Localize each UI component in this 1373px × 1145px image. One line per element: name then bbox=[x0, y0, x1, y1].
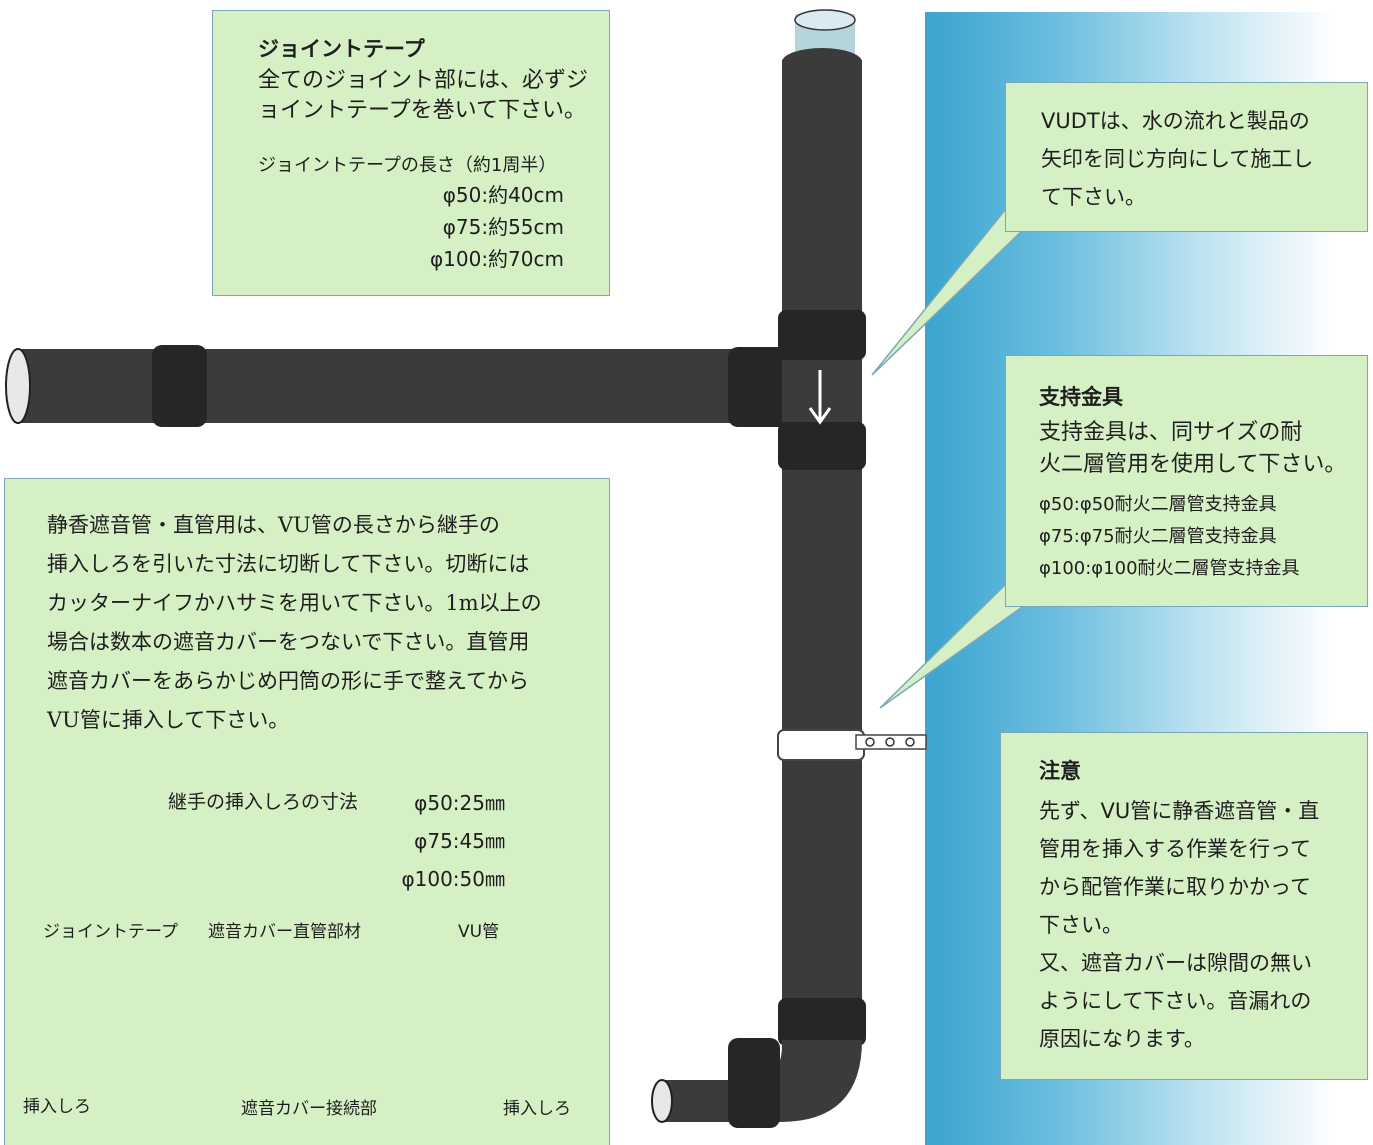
caution-line-7: 原因になります。 bbox=[1039, 1027, 1205, 1051]
vudt-line-1: VUDTは、水の流れと製品の bbox=[1041, 109, 1310, 133]
vudt-line-3: て下さい。 bbox=[1041, 185, 1146, 209]
caution-line-4: 下さい。 bbox=[1039, 913, 1123, 937]
support-bracket bbox=[777, 729, 865, 761]
joint-tape-body-2: ョイントテープを巻いて下さい。 bbox=[258, 98, 587, 123]
joint-band bbox=[728, 347, 788, 427]
joint-band bbox=[728, 1038, 780, 1128]
caution-title: 注意 bbox=[1039, 759, 1081, 783]
support-body-2: 火二層管用を使用して下さい。 bbox=[1039, 452, 1347, 477]
cut-body-6: VU管に挿入して下さい。 bbox=[47, 708, 290, 732]
insert-size-50: φ50:25㎜ bbox=[414, 791, 505, 815]
support-size-100: φ100:φ100耐火二層管支持金具 bbox=[1039, 558, 1300, 579]
vertical-pipe bbox=[782, 60, 862, 1040]
joint-band bbox=[778, 422, 866, 470]
joint-tape-length-100: φ100:約70cm bbox=[429, 247, 564, 271]
caution-line-1: 先ず、VU管に静香遮音管・直 bbox=[1039, 799, 1320, 823]
caution-line-2: 管用を挿入する作業を行って bbox=[1039, 837, 1311, 861]
joint-tape-body-1: 全てのジョイント部には、必ずジ bbox=[258, 68, 589, 93]
label-vu-pipe: VU管 bbox=[458, 922, 500, 942]
vudt-callout-pointer bbox=[871, 208, 1027, 376]
support-size-75: φ75:φ75耐火二層管支持金具 bbox=[1039, 526, 1277, 547]
caution-line-6: ようにして下さい。音漏れの bbox=[1039, 989, 1312, 1013]
joint-tape-length-title: ジョイントテープの長さ（約1周半） bbox=[258, 155, 557, 176]
support-title: 支持金具 bbox=[1039, 385, 1123, 409]
vudt-line-2: 矢印を同じ方向にして施工し bbox=[1041, 147, 1314, 171]
joint-tape-box: ジョイントテープ 全てのジョイント部には、必ずジ ョイントテープを巻いて下さい。… bbox=[212, 10, 610, 296]
insert-size-75: φ75:45㎜ bbox=[414, 829, 505, 853]
joint-band bbox=[778, 998, 866, 1046]
caution-box: 注意 先ず、VU管に静香遮音管・直 管用を挿入する作業を行って から配管作業に取… bbox=[1000, 732, 1368, 1080]
joint-tape-title: ジョイントテープ bbox=[258, 37, 425, 61]
cut-body-3: カッターナイフかハサミを用いて下さい。1m以上の bbox=[47, 591, 542, 615]
label-insert-left: 挿入しろ bbox=[23, 1097, 91, 1117]
horizontal-pipe bbox=[14, 349, 784, 423]
support-callout-pointer bbox=[879, 583, 1027, 709]
support-fitting-box: 支持金具 支持金具は、同サイズの耐 火二層管用を使用して下さい。 φ50:φ50… bbox=[1005, 355, 1368, 607]
label-insert-right: 挿入しろ bbox=[503, 1099, 571, 1119]
label-cover-straight: 遮音カバー直管部材 bbox=[208, 922, 361, 942]
caution-line-5: 又、遮音カバーは隙間の無い bbox=[1039, 951, 1312, 975]
cut-body-2: 挿入しろを引いた寸法に切断して下さい。切断には bbox=[47, 552, 530, 576]
insert-size-label: 継手の挿入しろの寸法 bbox=[168, 791, 359, 813]
label-cover-joint: 遮音カバー接続部 bbox=[241, 1099, 377, 1119]
joint-tape-length-50: φ50:約40cm bbox=[442, 183, 564, 207]
insert-size-100: φ100:50㎜ bbox=[401, 867, 505, 891]
cut-instructions-box: 静香遮音管・直管用は、VU管の長さから継手の 挿入しろを引いた寸法に切断して下さ… bbox=[4, 478, 610, 1145]
vudt-direction-box: VUDTは、水の流れと製品の 矢印を同じ方向にして施工し て下さい。 bbox=[1005, 82, 1368, 232]
label-joint-tape: ジョイントテープ bbox=[43, 922, 178, 942]
cut-body-4: 場合は数本の遮音カバーをつないで下さい。直管用 bbox=[47, 630, 530, 654]
support-size-50: φ50:φ50耐火二層管支持金具 bbox=[1039, 494, 1277, 515]
joint-tape-length-75: φ75:約55cm bbox=[442, 215, 564, 239]
support-body-1: 支持金具は、同サイズの耐 bbox=[1039, 420, 1303, 445]
joint-band bbox=[778, 310, 866, 360]
cut-body-5: 遮音カバーをあらかじめ円筒の形に手で整えてから bbox=[47, 669, 529, 693]
caution-line-3: から配管作業に取りかかって bbox=[1039, 875, 1311, 899]
cut-body-1: 静香遮音管・直管用は、VU管の長さから継手の bbox=[47, 513, 500, 537]
joint-band bbox=[152, 345, 207, 427]
